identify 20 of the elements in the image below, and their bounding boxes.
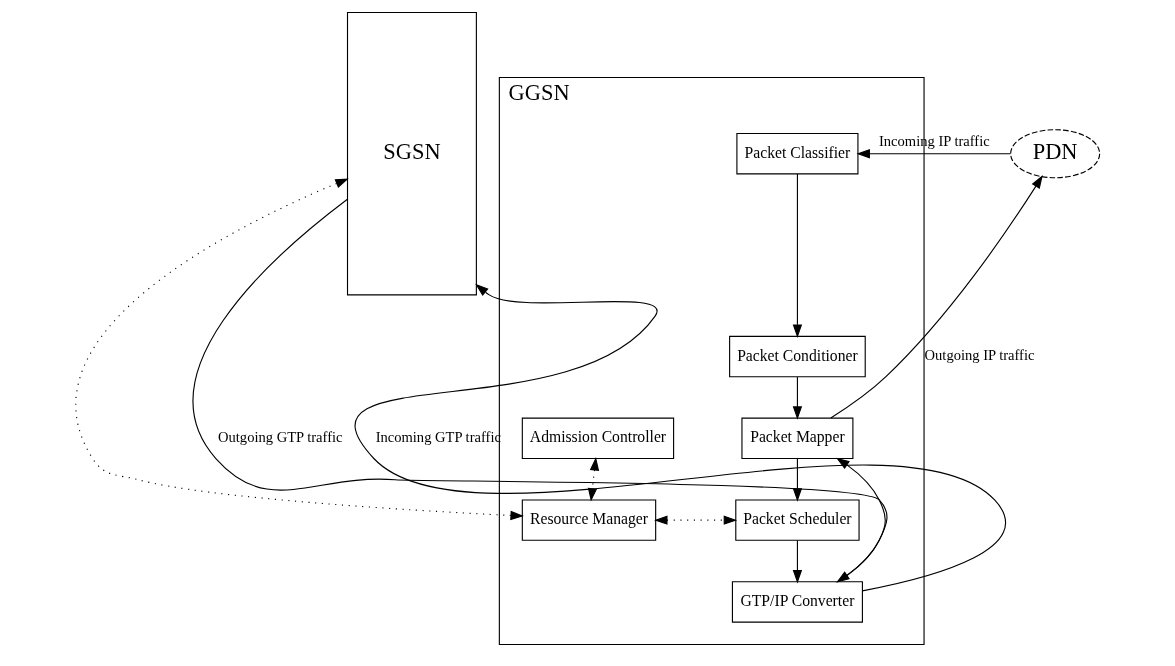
arrow [856,149,1012,159]
edge-label: Outgoing GTP traffic [218,429,343,446]
node-box: GTP/IP Converter [731,581,863,623]
edge-label: Outgoing IP traffic [924,347,1035,364]
arrow [792,539,803,584]
arrow [75,178,524,521]
node-box: Packet Mapper [741,417,854,460]
node-box: Packet Classifier [736,133,859,175]
node-box: Packet Conditioner [729,335,866,378]
node-box: Admission Controller [521,417,675,460]
node-ellipse: PDN [1010,129,1101,179]
node-box: Packet Scheduler [735,499,860,541]
arrow [355,283,1007,592]
arrow [830,175,1043,419]
arrow [792,173,803,338]
arrow [792,376,803,420]
arrow [654,515,738,525]
node-box: SGSN [346,11,477,296]
node-box: Resource Manager [521,499,657,541]
arrow [792,458,803,502]
